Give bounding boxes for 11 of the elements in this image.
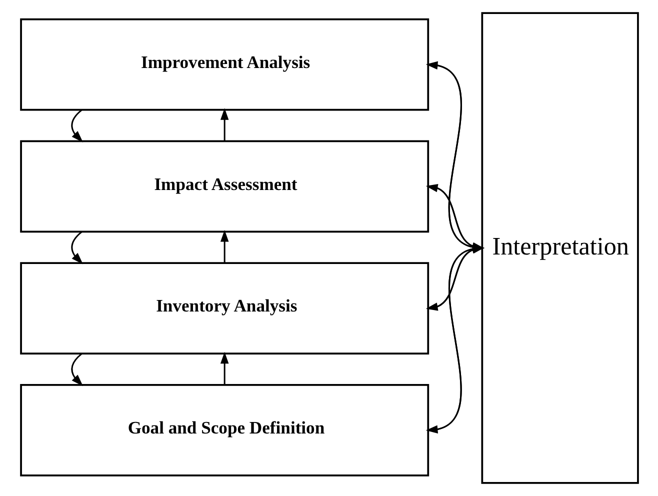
node-box: Interpretation [480, 12, 638, 484]
arrow [220, 108, 228, 141]
node-box: Inventory Analysis [20, 262, 429, 354]
arrow [70, 110, 83, 142]
node-box: Impact Assessment [20, 140, 429, 233]
node-box: Goal and Scope Definition [20, 384, 429, 476]
arrow [70, 353, 83, 386]
arrow [220, 230, 228, 263]
arrow [220, 352, 228, 384]
node-box: Improvement Analysis [20, 18, 429, 111]
arrow [70, 231, 83, 264]
